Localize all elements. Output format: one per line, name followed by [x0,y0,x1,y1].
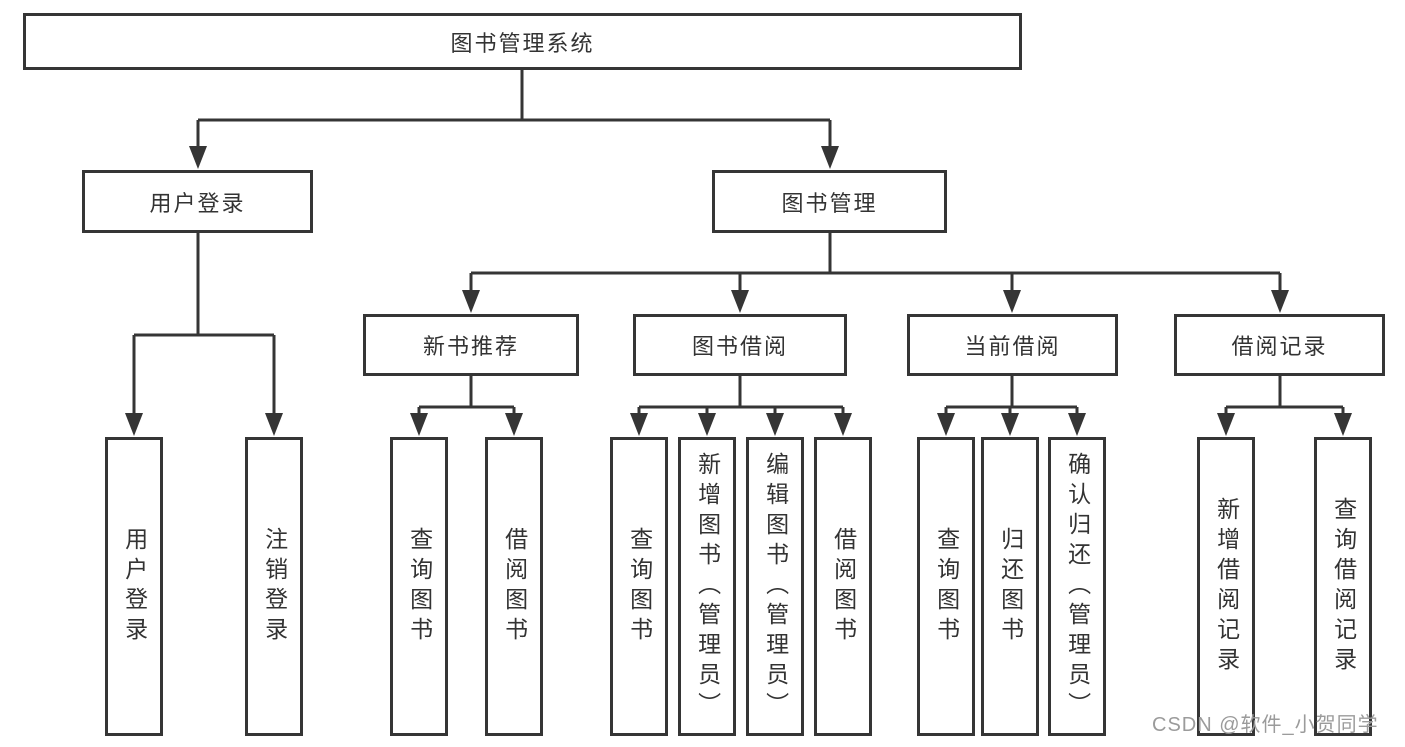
csdn-watermark: CSDN @软件_小贺同学 [1152,714,1379,736]
leaf-query-books-current: 查询图书 [917,437,975,736]
connector-user-login-branch [125,233,283,436]
node-branch-book-management: 图书管理 [712,170,947,233]
leaf-label: 查询图书 [626,526,653,647]
leaf-label: 用户登录 [121,526,148,647]
leaf-label: 借阅图书 [501,526,528,647]
leaf-add-borrow-record: 新增借阅记录 [1197,437,1255,736]
connector-book-borrow-group [630,376,852,436]
node-label: 当前借阅 [964,334,1061,359]
node-group-current-borrow: 当前借阅 [907,314,1118,376]
connector-borrow-records-group [1217,376,1352,436]
leaf-logout: 注销登录 [245,437,303,736]
leaf-query-borrow-record: 查询借阅记录 [1314,437,1372,736]
leaf-query-books-borrow: 查询图书 [610,437,668,736]
leaf-label: 注销登录 [261,526,288,647]
connector-root [189,70,839,169]
leaf-label: 确认归还（管理员） [1064,451,1091,722]
leaf-label: 查询借阅记录 [1330,496,1357,677]
node-label: 图书借阅 [691,334,788,359]
leaf-label: 查询图书 [933,526,960,647]
leaf-add-book-admin: 新增图书（管理员） [678,437,736,736]
leaf-label: 新增图书（管理员） [694,451,721,722]
leaf-confirm-return-admin: 确认归还（管理员） [1048,437,1106,736]
leaf-label: 借阅图书 [830,526,857,647]
leaf-label: 归还图书 [997,526,1024,647]
node-label: 用户登录 [149,190,246,216]
leaf-label: 编辑图书（管理员） [762,451,789,722]
node-group-borrow-records: 借阅记录 [1174,314,1385,376]
node-label: 新书推荐 [422,334,519,359]
node-label: 图书管理 [781,190,878,216]
node-label: 图书管理系统 [450,30,595,56]
leaf-label: 查询图书 [406,526,433,647]
leaf-label: 新增借阅记录 [1213,496,1240,677]
leaf-return-book: 归还图书 [981,437,1039,736]
node-group-book-borrow: 图书借阅 [633,314,847,376]
leaf-query-books-recommend: 查询图书 [390,437,448,736]
connector-current-borrow-group [937,376,1086,436]
node-root-system: 图书管理系统 [23,13,1022,70]
leaf-edit-book-admin: 编辑图书（管理员） [746,437,804,736]
leaf-borrow-books-recommend: 借阅图书 [485,437,543,736]
leaf-borrow-books-borrow: 借阅图书 [814,437,872,736]
node-branch-user-login: 用户登录 [82,170,313,233]
node-label: 借阅记录 [1231,334,1328,359]
node-group-new-book-recommend: 新书推荐 [363,314,579,376]
connector-new-book-recommend-group [410,376,523,436]
connector-book-management-branch [462,233,1289,313]
leaf-user-login: 用户登录 [105,437,163,736]
